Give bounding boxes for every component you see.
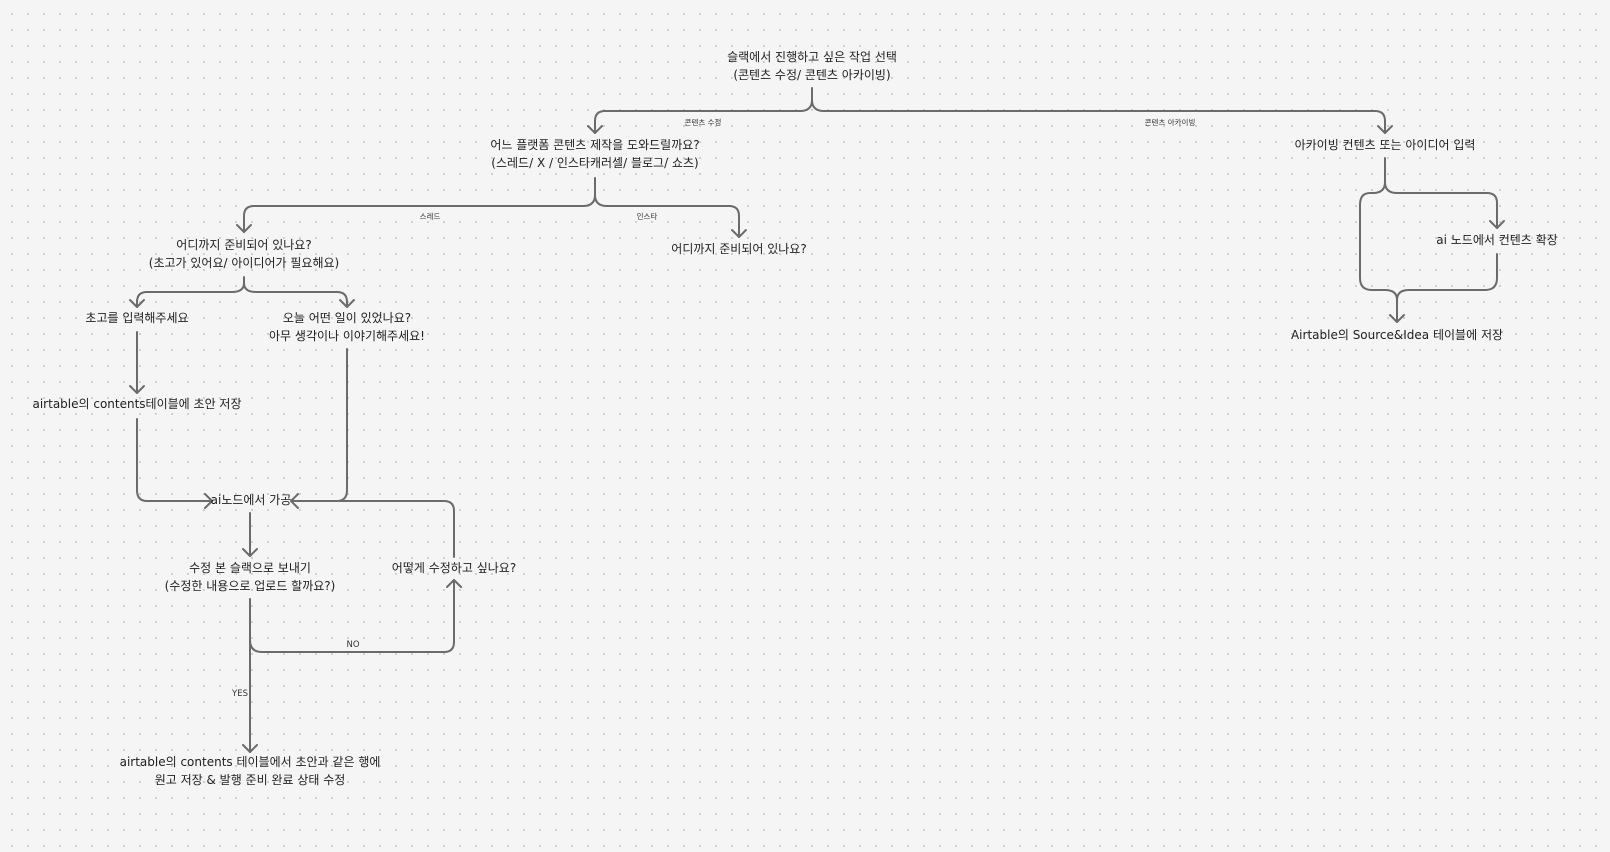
connector-archive-direct[interactable] [1359, 157, 1398, 323]
node-text: (초고가 있어요/ 아이디어가 필요해요) [148, 255, 340, 270]
node-text: (수정한 내용으로 업로드 할까요?) [164, 578, 336, 593]
node-platform[interactable]: 어느 플랫폼 콘텐츠 제작을 도와드릴까요? (스레드/ X / 인스타캐러셀/… [490, 137, 699, 172]
arrowhead [129, 299, 145, 308]
node-text: (콘텐츠 수정/ 콘텐츠 아카이빙) [733, 67, 891, 82]
arrowhead [204, 493, 213, 509]
node-text: 어디까지 준비되어 있나요? [671, 242, 807, 256]
connector-save-to-ai[interactable] [136, 418, 213, 502]
connector-revise-to-ai[interactable] [339, 500, 455, 558]
arrowhead [242, 548, 258, 557]
node-text: 아카이빙 컨텐츠 또는 아이디어 입력 [1294, 138, 1476, 152]
node-text: 어느 플랫폼 콘텐츠 제작을 도와드릴까요? [490, 138, 700, 152]
arrowhead [446, 579, 462, 588]
node-ai-expand[interactable]: ai 노드에서 컨텐츠 확장 [1436, 232, 1558, 250]
connector-archive-to-expand[interactable] [1384, 181, 1498, 229]
node-text: 슬랙에서 진행하고 싶은 작업 선택 [727, 50, 897, 64]
arrowhead [290, 493, 299, 509]
arrowhead [129, 385, 145, 394]
connector-platform-to-thread[interactable] [243, 177, 596, 233]
arrowhead [242, 744, 258, 753]
node-text: 어떻게 수정하고 싶나요? [391, 561, 517, 575]
node-text: 초고를 입력해주세요 [85, 311, 189, 325]
edge-label-thread: 스레드 [419, 212, 441, 221]
node-save-draft[interactable]: airtable의 contents테이블에 초안 저장 [32, 396, 241, 414]
arrowhead [1489, 220, 1505, 229]
arrowhead [1377, 125, 1393, 134]
node-thread-ready[interactable]: 어디까지 준비되어 있나요? (초고가 있어요/ 아이디어가 필요해요) [149, 237, 339, 272]
node-text: 오늘 어떤 일이 있었나요? [282, 311, 412, 325]
connector-idea-to-ai[interactable] [290, 348, 348, 502]
node-text: ai 노드에서 컨텐츠 확장 [1436, 233, 1558, 247]
node-text: 어디까지 준비되어 있나요? [176, 238, 312, 252]
node-text: (스레드/ X / 인스타캐러셀/ 블로그/ 쇼츠) [491, 155, 699, 170]
connector-platform-to-insta[interactable] [594, 194, 740, 238]
arrowhead [236, 224, 252, 233]
node-insta-ready[interactable]: 어디까지 준비되어 있나요? [671, 241, 806, 259]
arrowhead [587, 125, 603, 134]
node-root[interactable]: 슬랙에서 진행하고 싶은 작업 선택 (콘텐츠 수정/ 콘텐츠 아카이빙) [727, 49, 897, 84]
node-final-save[interactable]: airtable의 contents 테이블에서 초안과 같은 행에 원고 저장… [120, 754, 381, 789]
connector-expand-to-save[interactable] [1396, 253, 1498, 301]
edge-label-insta: 인스타 [636, 212, 658, 221]
edge-label-no: NO [346, 640, 360, 650]
arrowhead [731, 229, 747, 238]
node-send-slack[interactable]: 수정 본 슬랙으로 보내기 (수정한 내용으로 업로드 할까요?) [165, 560, 336, 595]
edge-label-content-archive: 콘텐츠 아카이빙 [1144, 118, 1196, 127]
node-text: airtable의 contents 테이블에서 초안과 같은 행에 [119, 755, 381, 769]
node-idea-input[interactable]: 오늘 어떤 일이 있었나요? 아무 생각이나 이야기해주세요! [269, 310, 425, 345]
node-text: 원고 저장 & 발행 준비 완료 상태 수정 [154, 772, 346, 787]
node-save-source[interactable]: Airtable의 Source&Idea 테이블에 저장 [1291, 327, 1503, 345]
node-archive-input[interactable]: 아카이빙 컨텐츠 또는 아이디어 입력 [1295, 137, 1476, 155]
edge-label-yes: YES [232, 689, 248, 699]
connector-ready-to-draft[interactable] [136, 276, 245, 308]
connector-root-to-platform[interactable] [594, 87, 813, 134]
node-text: airtable의 contents테이블에 초안 저장 [32, 397, 242, 411]
connector-send-no[interactable] [249, 579, 455, 653]
node-ai-process[interactable]: ai노드에서 가공 [211, 492, 292, 510]
connector-root-to-archive[interactable] [811, 99, 1386, 134]
node-draft-input[interactable]: 초고를 입력해주세요 [85, 310, 188, 328]
node-revise[interactable]: 어떻게 수정하고 싶나요? [392, 560, 516, 578]
node-text: ai노드에서 가공 [210, 493, 292, 507]
node-text: 아무 생각이나 이야기해주세요! [269, 328, 425, 343]
arrowhead [339, 299, 355, 308]
node-text: 수정 본 슬랙으로 보내기 [189, 561, 311, 575]
edge-label-content-edit: 콘텐츠 수정 [684, 118, 722, 127]
arrowhead [1389, 314, 1405, 323]
connector-ready-to-idea[interactable] [243, 282, 348, 308]
node-text: Airtable의 Source&Idea 테이블에 저장 [1290, 328, 1504, 342]
